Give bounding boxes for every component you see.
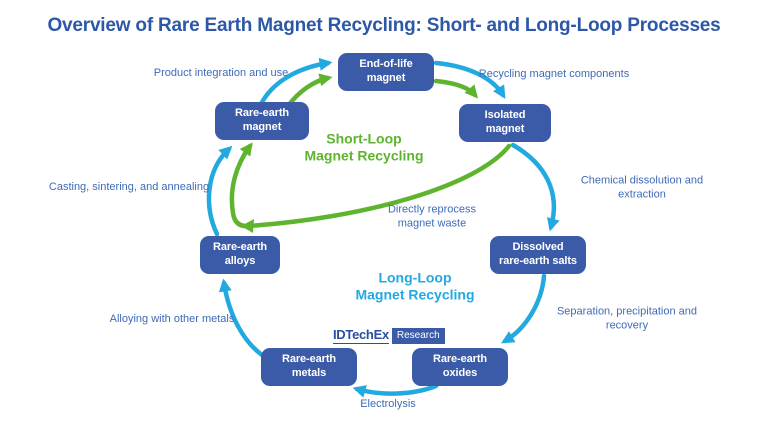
- arrow-oxides-to-metals: [352, 383, 439, 398]
- node-rare-earth-magnet: Rare-earth magnet: [215, 102, 309, 140]
- logo-research-badge: Research: [391, 327, 445, 344]
- short-loop-title: Short-Loop Magnet Recycling: [304, 130, 424, 163]
- node-end-of-life-magnet: End-of-life magnet: [338, 53, 434, 91]
- arrow-eol-to-isolated: [433, 60, 506, 99]
- label-alloying-with-other-metals: Alloying with other metals: [109, 312, 235, 325]
- node-dissolved-rare-earth-salts: Dissolved rare-earth salts: [490, 236, 586, 274]
- label-chemical-dissolution-and-extraction: Chemical dissolution and extraction: [580, 174, 704, 201]
- label-separation-precipitation-and-recovery: Separation, precipitation and recovery: [556, 305, 698, 332]
- label-recycling-magnet-components: Recycling magnet components: [478, 67, 630, 80]
- arrow-alloys-to-magnet: [206, 145, 233, 237]
- node-rare-earth-oxides: Rare-earth oxides: [412, 348, 508, 386]
- idtechex-logo: IDTechEx Research: [333, 327, 445, 344]
- label-casting-sintering-and-annealing: Casting, sintering, and annealing: [48, 180, 210, 193]
- node-isolated-magnet: Isolated magnet: [459, 104, 551, 142]
- arrow-metals-to-alloys: [218, 278, 265, 358]
- label-electrolysis: Electrolysis: [360, 397, 416, 410]
- logo-brand-text: IDTechEx: [333, 327, 389, 344]
- arrow-short-mid-arrowhead: [241, 219, 254, 233]
- node-rare-earth-alloys: Rare-earth alloys: [200, 236, 280, 274]
- node-rare-earth-metals: Rare-earth metals: [261, 348, 357, 386]
- arrow-magnet-to-eol: [258, 57, 333, 107]
- label-directly-reprocess-magnet-waste: Directly reprocess magnet waste: [387, 203, 477, 230]
- arrow-short-eol-to-isolated: [433, 78, 478, 99]
- label-product-integration-and-use: Product integration and use: [153, 66, 289, 79]
- long-loop-title: Long-Loop Magnet Recycling: [355, 269, 475, 302]
- page-title: Overview of Rare Earth Magnet Recycling:…: [47, 15, 721, 36]
- arrow-dissolved-to-oxides: [501, 273, 547, 344]
- arrow-isolated-to-dissolved: [510, 142, 560, 232]
